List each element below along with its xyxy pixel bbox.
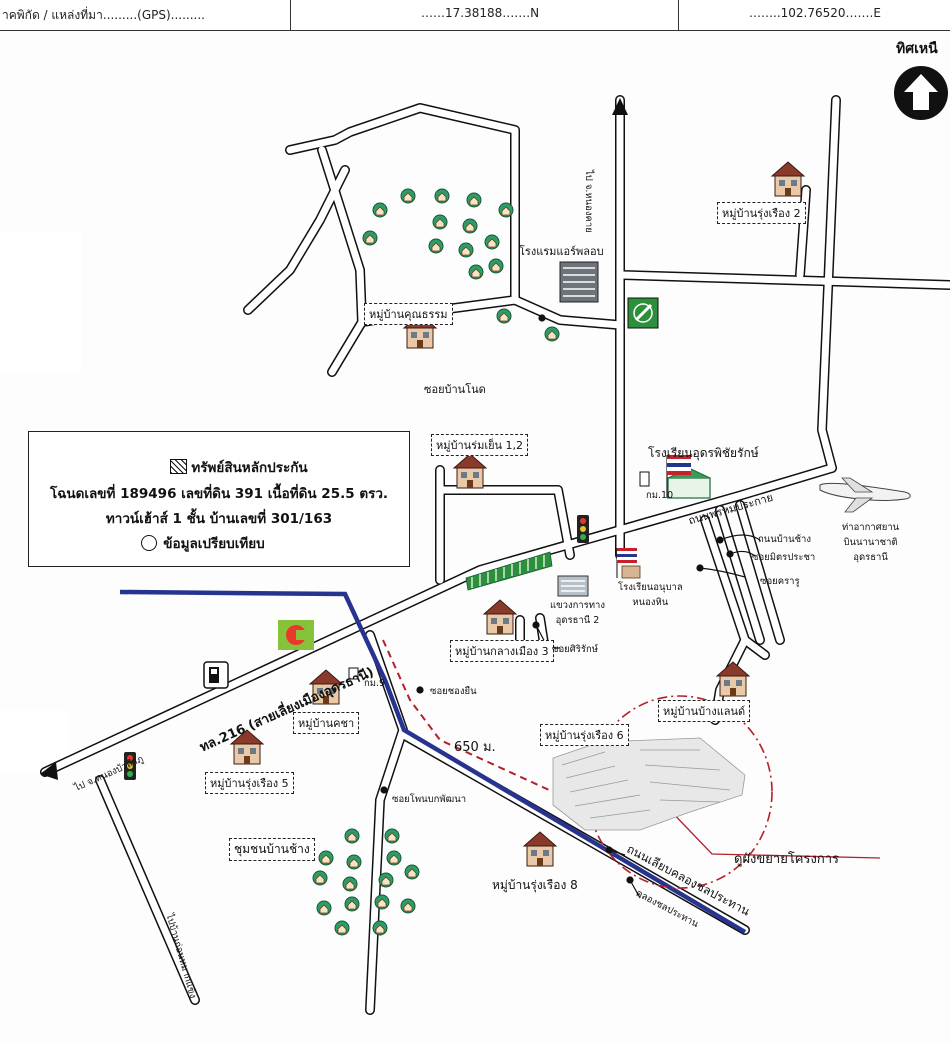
north-label: ทิศเหนื xyxy=(896,41,938,57)
village-rungrueang6: หมู่บ้านรุ่งเรือง 6 xyxy=(540,724,629,746)
village-khachai: หมู่บ้านคชา xyxy=(293,712,360,734)
irrigation-canal xyxy=(119,589,747,934)
project-site-plan xyxy=(552,737,746,831)
legend-house: ทาวน์เฮ้าส์ 1 ชั้น บ้านเลขที่ 301/163 xyxy=(105,511,333,527)
scan-patch-top xyxy=(0,232,82,372)
gps-label: าคพิกัด / แหล่งที่มา.........(GPS)......… xyxy=(2,8,205,22)
traffic-light-icon-2 xyxy=(124,752,136,780)
km9-marker-icon xyxy=(348,667,359,680)
latitude-cell: ……17.38188…….N xyxy=(290,0,679,30)
ptt-logo-icon xyxy=(627,297,659,329)
label-highway-office: แขวงการทาง อุดรธานี 2 xyxy=(550,600,606,626)
kindergarten-icon xyxy=(616,548,641,579)
circle-icon xyxy=(141,535,158,551)
village-rungrueang5: หมู่บ้านรุ่งเรือง 5 xyxy=(205,772,294,794)
label-soi-sirirak: ซอยศิริรักษ์ xyxy=(552,644,598,655)
fuel-pump-icon xyxy=(203,661,229,689)
label-to-nongkhai: ไป จ.หนองคาย xyxy=(583,170,594,233)
soi-leaders xyxy=(380,314,761,899)
project-pointer xyxy=(664,804,881,859)
label-soi-bannod: ซอยบ้านโนด xyxy=(424,383,486,396)
legend-collateral-row: ทรัพย์สินหลักประกัน xyxy=(49,456,429,478)
market-fence-icon xyxy=(465,551,553,591)
longitude-cell: ……..102.76520…….E xyxy=(678,0,950,30)
village-bangchanglan: หมู่บ้านบ้างแลนด์ xyxy=(658,700,751,722)
village-klangmueang: หมู่บ้านกลางเมือง 3 xyxy=(450,640,554,662)
legend-box: ทรัพย์สินหลักประกัน โฉนดเลขที่ 189496 เล… xyxy=(28,431,410,567)
latitude-value: ……17.38188…….N xyxy=(421,6,540,20)
village-rungrueang2: หมู่บ้านรุ่งเรือง 2 xyxy=(717,202,806,224)
hatch-icon xyxy=(170,459,188,474)
label-soi-banchang: ถนนบ้านช้าง xyxy=(758,534,812,545)
legend-deed: โฉนดเลขที่ 189496 เลขที่ดิน 391 เนื้อที่… xyxy=(49,486,389,502)
airplane-icon xyxy=(819,477,911,513)
gps-header: าคพิกัด / แหล่งที่มา.........(GPS)......… xyxy=(0,0,950,31)
label-km9: กม.9 xyxy=(364,678,386,689)
legend-comparison-row: ข้อมูลเปรียบเทียบ xyxy=(13,532,393,554)
label-hotel: โรงแรมแอร์พลอบ xyxy=(519,245,604,258)
school-icon xyxy=(666,455,711,499)
north-road-arrow-icon xyxy=(612,98,628,115)
label-school-udon: โรงเรียนอุดรพิชัยรักษ์ xyxy=(648,446,759,460)
highway-office-icon xyxy=(557,575,589,597)
label-soi-chongyen: ซอยชองยืน xyxy=(430,686,477,697)
village-chumchon: ชุมชนบ้านช้าง xyxy=(229,838,315,861)
store-logo-icon xyxy=(278,620,314,650)
traffic-light-icon xyxy=(577,515,589,543)
village-khunatham: หมู่บ้านคุณธรรม xyxy=(364,303,453,325)
legend-comparison: ข้อมูลเปรียบเทียบ xyxy=(163,536,265,552)
label-soi-phonpatthana: ซอยโพนบกพัฒนา xyxy=(392,794,467,805)
north-arrow-icon xyxy=(894,66,948,120)
label-airport: ท่าอากาศยาน บินนานาชาติ อุดรธานี xyxy=(842,522,900,563)
label-see-plan: ดูผังขยายโครงการ xyxy=(734,852,839,867)
label-soi-mitprasa: ซอยมิตรประชา xyxy=(752,552,816,563)
village-rungrueang8: หมู่บ้านรุ่งเรือง 8 xyxy=(492,878,578,892)
label-kindergarten: โรงเรียนอนุบาล หนองหิน xyxy=(618,582,683,608)
label-km10: กม.10 xyxy=(646,490,674,501)
longitude-value: ……..102.76520…….E xyxy=(749,6,881,20)
roads xyxy=(40,95,950,1015)
label-soi-kru: ซอยครารู xyxy=(760,576,800,587)
legend-collateral: ทรัพย์สินหลักประกัน xyxy=(191,460,308,476)
hotel-building-icon xyxy=(559,261,599,303)
village-romyen: หมู่บ้านร่มเย็น 1,2 xyxy=(431,434,529,456)
west-road-arrow-icon xyxy=(40,762,58,780)
label-distance: 650 ม. xyxy=(454,740,496,755)
km10-marker-icon xyxy=(639,471,650,487)
